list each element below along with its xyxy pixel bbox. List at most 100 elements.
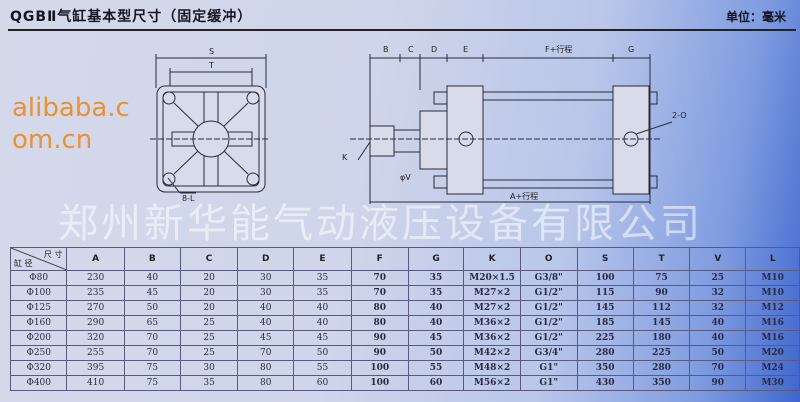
column-header-f: F [350,247,409,271]
label-g: G [628,45,634,54]
label-a: A+行程 [510,191,538,201]
value-cell: 230 [66,270,125,286]
value-cell: 270 [66,300,125,316]
value-cell: 225 [576,330,634,346]
value-cell: M20 [745,345,800,361]
corner-diagonal [11,248,67,270]
bore-cell: Φ200 [9,330,68,346]
label-2o: 2-O [672,111,687,120]
value-cell: M56×2 [463,375,521,391]
value-cell: M36×2 [463,315,521,331]
value-cell: 255 [66,345,125,361]
value-cell: G3/4" [519,345,578,361]
value-cell: 45 [123,285,181,301]
value-cell: 70 [350,285,409,301]
value-cell: M16 [745,330,800,346]
value-cell: 70 [123,330,181,346]
value-cell: 350 [632,375,691,391]
value-cell: 290 [66,315,125,331]
label-s: S [209,47,214,56]
value-cell: G1" [519,360,578,376]
bore-cell: Φ125 [9,300,68,316]
bore-cell: Φ250 [9,345,68,361]
value-cell: 80 [350,300,409,316]
value-cell: 32 [689,285,747,301]
label-k: K [342,153,348,162]
column-header-t: T [632,247,691,271]
value-cell: 100 [350,375,409,391]
value-cell: 30 [237,270,295,286]
value-cell: 280 [576,345,634,361]
value-cell: 25 [179,345,239,361]
value-cell: 40 [237,300,295,316]
value-cell: 20 [179,300,239,316]
column-header-l: L [745,247,800,271]
value-cell: 430 [576,375,634,391]
value-cell: M30 [745,375,800,391]
label-b: B [383,45,389,54]
value-cell: 80 [350,315,409,331]
value-cell: 145 [576,300,634,316]
bore-cell: Φ100 [9,285,68,301]
value-cell: 30 [237,285,295,301]
value-cell: M48×2 [463,360,521,376]
value-cell: 50 [407,345,465,361]
unit-label: 单位：毫米 [725,10,786,24]
value-cell: 75 [632,270,691,286]
label-f: F+行程 [545,44,572,54]
value-cell: 90 [632,285,691,301]
value-cell: G1/2" [519,300,578,316]
bore-cell: Φ160 [9,315,68,331]
column-header-c: C [179,247,239,271]
value-cell: M10 [745,285,800,301]
column-header-o: O [519,247,578,271]
value-cell: G1/2" [519,330,578,346]
value-cell: M27×2 [463,285,521,301]
bore-cell: Φ320 [9,360,68,376]
value-cell: M27×2 [463,300,521,316]
value-cell: 50 [689,345,747,361]
value-cell: 40 [293,300,352,316]
value-cell: 35 [293,285,352,301]
value-cell: 185 [576,315,634,331]
column-header-g: G [407,247,465,271]
corner-header: 尺 寸 缸 径 [9,247,68,271]
value-cell: G1/2" [519,315,578,331]
value-cell: 90 [350,345,409,361]
value-cell: 65 [123,315,181,331]
column-header-e: E [293,247,352,271]
value-cell: M12 [745,300,800,316]
front-view: S T 8-L [150,47,270,203]
value-cell: 35 [179,375,239,391]
value-cell: 45 [237,330,295,346]
column-header-a: A [66,247,125,271]
value-cell: 180 [632,330,691,346]
value-cell: 50 [123,300,181,316]
value-cell: 40 [237,315,295,331]
value-cell: 90 [350,330,409,346]
value-cell: 55 [407,360,465,376]
value-cell: 40 [123,270,181,286]
label-c: C [408,45,414,54]
company-watermark: 郑州新华能气动液压设备有限公司 [58,201,703,247]
value-cell: 75 [123,375,181,391]
value-cell: G1/2" [519,285,578,301]
value-cell: 40 [407,315,465,331]
value-cell: 40 [293,315,352,331]
value-cell: 20 [179,270,239,286]
value-cell: 35 [293,270,352,286]
column-header-s: S [576,247,634,271]
value-cell: 40 [689,315,747,331]
value-cell: 350 [576,360,634,376]
value-cell: M16 [745,315,800,331]
value-cell: 70 [123,345,181,361]
